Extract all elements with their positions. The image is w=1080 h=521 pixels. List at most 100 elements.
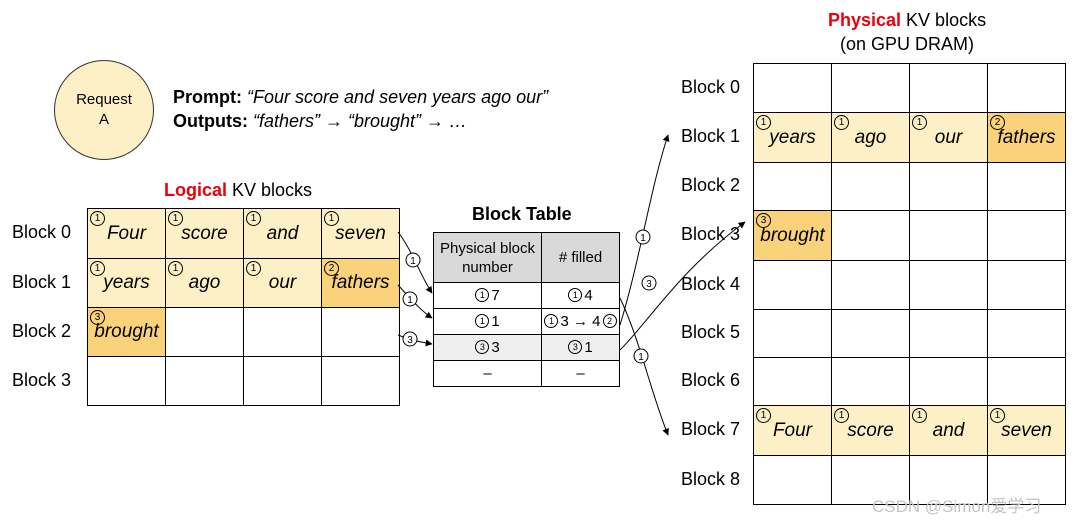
logical-token: Four bbox=[106, 222, 147, 244]
physical-token-index: 2 bbox=[990, 115, 1005, 130]
logical-token: years bbox=[103, 272, 150, 293]
physical-token-index: 1 bbox=[834, 115, 849, 130]
logical-token-index: 1 bbox=[246, 261, 261, 276]
physical-heading: Physical KV blocks bbox=[828, 10, 986, 31]
prompt-text: “Four score and seven years ago our” bbox=[247, 87, 549, 107]
logical-block-label: Block 1 bbox=[12, 271, 72, 292]
bt-physical-value: – bbox=[483, 365, 492, 382]
logical-block-label: Block 3 bbox=[12, 369, 72, 390]
bt-filled-value: 1 bbox=[584, 339, 593, 356]
bt-index: 1 bbox=[475, 288, 490, 302]
physical-row bbox=[753, 309, 1066, 358]
physical-token: ago bbox=[854, 126, 887, 148]
physical-cell bbox=[987, 309, 1066, 358]
physical-token-index: 1 bbox=[912, 408, 927, 423]
prompt-label: Prompt: bbox=[173, 87, 242, 107]
arrow-to-phys-block7 bbox=[619, 297, 669, 436]
physical-title-rest: KV blocks bbox=[901, 10, 987, 30]
logical-token-index: 2 bbox=[324, 261, 339, 276]
physical-token-index: 1 bbox=[756, 115, 771, 130]
logical-block-label: Block 2 bbox=[12, 320, 72, 341]
physical-row bbox=[753, 162, 1066, 211]
physical-token-index: 1 bbox=[990, 408, 1005, 423]
physical-row bbox=[753, 260, 1066, 310]
label-bt-in-2: 1 bbox=[407, 295, 413, 306]
logical-token: brought bbox=[94, 321, 159, 342]
physical-block-label: Block 0 bbox=[681, 76, 741, 97]
physical-block-label: Block 3 bbox=[681, 224, 741, 244]
request-line2: A bbox=[98, 111, 109, 128]
logical-token-index: 3 bbox=[90, 310, 105, 325]
bt-index: 2 bbox=[602, 314, 617, 328]
physical-block-label: Block 6 bbox=[681, 370, 741, 390]
physical-subtitle: (on GPU DRAM) bbox=[840, 34, 975, 54]
bt-index: 1 bbox=[568, 288, 583, 302]
bt-physical-value: 1 bbox=[491, 313, 500, 330]
logical-title-rest: KV blocks bbox=[227, 180, 313, 200]
label-to-phys-1: 1 bbox=[640, 233, 646, 244]
logical-token-index: 1 bbox=[168, 211, 183, 226]
physical-cell bbox=[831, 455, 910, 505]
physical-cell bbox=[909, 162, 988, 211]
watermark: CSDN @Simon爱学习 bbox=[872, 497, 1042, 516]
physical-block-label: Block 7 bbox=[681, 419, 741, 439]
physical-block-label: Block 1 bbox=[681, 126, 741, 146]
physical-cell bbox=[909, 260, 988, 310]
physical-cell bbox=[753, 309, 832, 358]
arrow-to-phys-block3 bbox=[619, 221, 746, 351]
physical-cell: 1 ago bbox=[831, 112, 910, 163]
logical-cell bbox=[165, 356, 244, 406]
physical-cell bbox=[831, 309, 910, 358]
physical-token: our bbox=[934, 126, 963, 148]
physical-token: fathers bbox=[997, 126, 1056, 148]
bt-index: 3 bbox=[475, 340, 490, 354]
logical-cell bbox=[243, 307, 322, 357]
logical-token-index: 1 bbox=[90, 261, 105, 276]
logical-token-index: 1 bbox=[90, 211, 105, 226]
logical-token-index: 1 bbox=[168, 261, 183, 276]
bt-index: 1 bbox=[544, 314, 559, 328]
bt-index: 3 bbox=[568, 340, 583, 354]
physical-cell bbox=[909, 210, 988, 261]
logical-token-index: 1 bbox=[246, 211, 261, 226]
request-line1: Request bbox=[76, 91, 132, 108]
bt-filled-value: 3 → 4 bbox=[560, 313, 601, 330]
bt-row: –– bbox=[433, 360, 620, 387]
label-bt-in-1: 1 bbox=[410, 256, 416, 267]
physical-cell bbox=[987, 162, 1066, 211]
logical-block-label: Block 0 bbox=[12, 222, 72, 242]
physical-token: and bbox=[932, 419, 965, 441]
logical-row bbox=[87, 356, 400, 406]
physical-cell bbox=[831, 63, 910, 113]
physical-token-index: 1 bbox=[756, 408, 771, 423]
physical-cell: 1 and bbox=[909, 405, 988, 456]
bt-filled-value: – bbox=[576, 365, 585, 382]
physical-token: Four bbox=[772, 419, 813, 441]
physical-cell bbox=[987, 210, 1066, 261]
logical-cell bbox=[243, 356, 322, 406]
physical-block-label: Block 2 bbox=[681, 175, 741, 195]
physical-token-index: 1 bbox=[834, 408, 849, 423]
bt-index: 1 bbox=[475, 314, 490, 328]
logical-cell bbox=[321, 356, 400, 406]
logical-token-index: 1 bbox=[324, 211, 339, 226]
outputs-label: Outputs: bbox=[173, 111, 248, 131]
physical-token: years bbox=[769, 126, 816, 148]
